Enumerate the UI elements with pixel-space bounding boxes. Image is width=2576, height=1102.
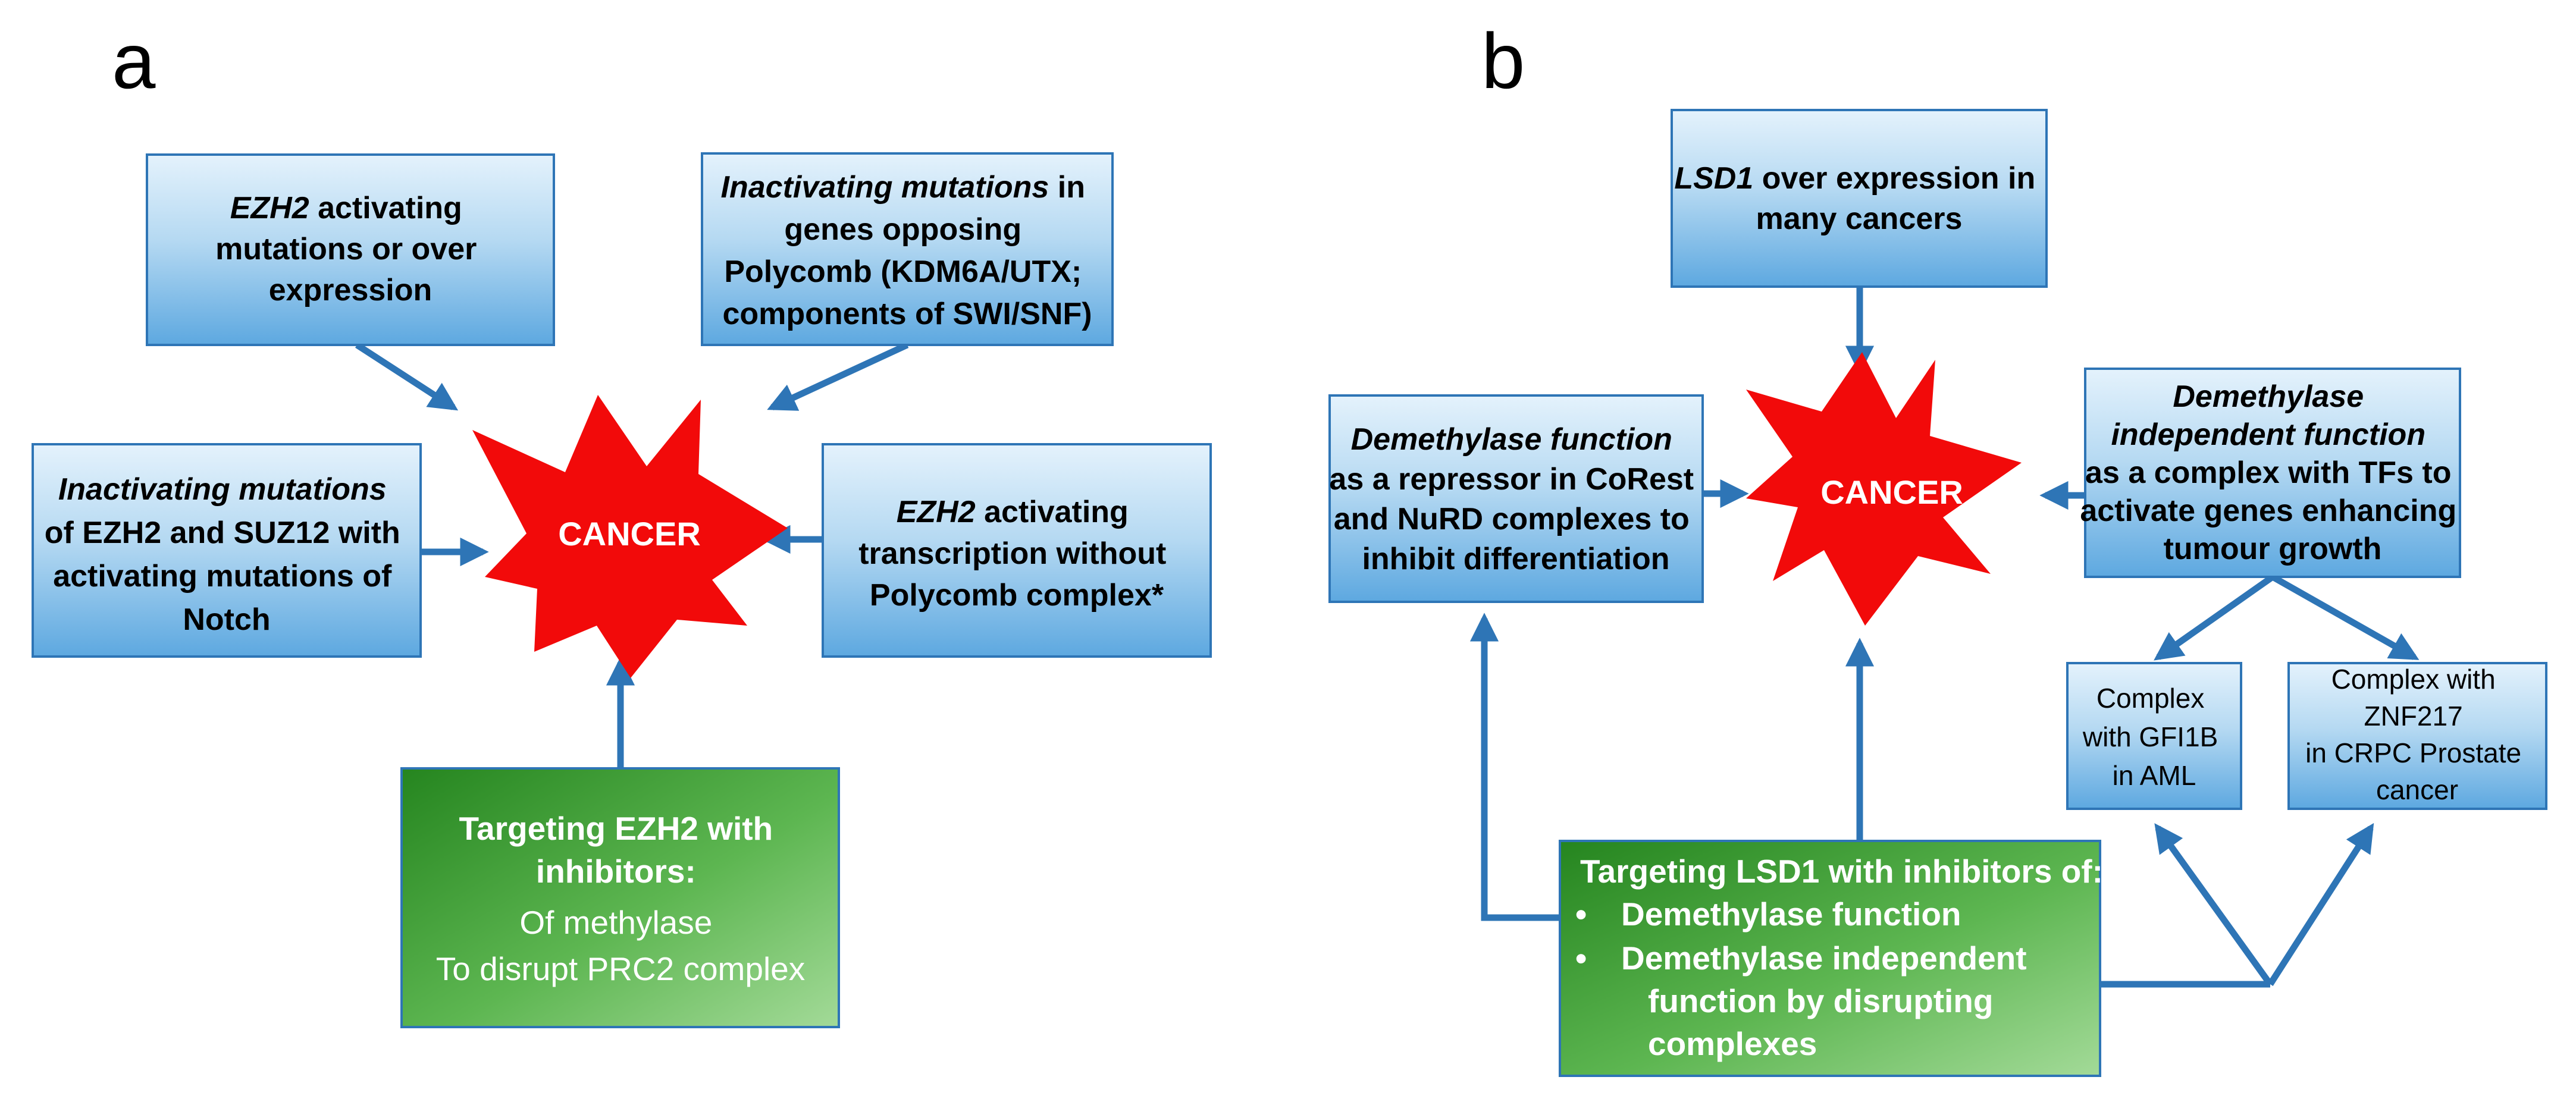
- bullet-2: •: [1575, 940, 1587, 977]
- box-demethylase-function-text: Demethylase function as a repressor in C…: [1329, 422, 1702, 576]
- box-demethylase-function: Demethylase function as a repressor in C…: [1328, 394, 1704, 603]
- box-demethylase-independent: Demethylase independent function as a co…: [2080, 368, 2465, 578]
- cancer-label-b: CANCER: [1820, 473, 1963, 511]
- cancer-burst-a: [472, 395, 788, 678]
- box-lsd1-overexpression: LSD1 over expression in many cancers: [1671, 109, 2048, 288]
- panel-label-a: a: [112, 17, 156, 105]
- box-inactivating-ezh2: Inactivating mutations of EZH2 and SUZ12…: [32, 443, 422, 658]
- arrow-branch-to-gfi1b: [2154, 823, 2273, 987]
- box-targeting-lsd1: Targeting LSD1 with inhibitors of: • Dem…: [1559, 840, 2103, 1077]
- arrow-independent-to-gfi1b: [2154, 574, 2275, 661]
- box-complex-gfi1b: Complex with GFI1B in AML: [2066, 662, 2242, 810]
- box-demethylase-independent-text: Demethylase independent function as a co…: [2080, 379, 2465, 566]
- box-inactivating-ezh2-text: Inactivating mutations of EZH2 and SUZ12…: [45, 472, 409, 637]
- box-complex-znf217-text: Complex with ZNF217 in CRPC Prostate can…: [2305, 664, 2529, 805]
- box-ezh2-overexpression: EZH2 activating mutations or over expres…: [146, 153, 555, 346]
- box-complex-znf217: Complex with ZNF217 in CRPC Prostate can…: [2287, 662, 2547, 810]
- box-lsd1-overexpression-text: LSD1 over expression in many cancers: [1674, 161, 2044, 236]
- panel-a-connectors: [355, 342, 909, 768]
- box-ezh2-transcription-text: EZH2 activating transcription without Po…: [858, 495, 1175, 613]
- box-complex-gfi1b-text: Complex with GFI1B in AML: [2082, 683, 2226, 791]
- box-targeting-lsd1-text: Targeting LSD1 with inhibitors of:: [1580, 853, 2103, 890]
- bullet-item-demethylase-function: Demethylase function: [1621, 896, 1961, 933]
- bullet-item-demethylase-independent: Demethylase independent function by disr…: [1621, 940, 2036, 1062]
- cancer-label-a: CANCER: [558, 515, 701, 552]
- arrow-opposing-to-cancer: [767, 342, 909, 411]
- bullet-1: •: [1575, 896, 1587, 933]
- arrow-independent-to-znf217: [2271, 574, 2420, 660]
- arrow-targeting-to-demethylase: [1469, 613, 1560, 921]
- box-targeting-ezh2-text: Targeting EZH2 with inhibitors: Of methy…: [436, 810, 806, 987]
- arrow-ezh2-to-cancer: [355, 342, 459, 411]
- panel-b-connectors: [1469, 287, 2420, 988]
- box-inactivating-opposing: Inactivating mutations in genes opposing…: [701, 152, 1114, 346]
- panel-label-b: b: [1481, 17, 1525, 105]
- box-ezh2-overexpression-text: EZH2 activating mutations or over expres…: [215, 191, 485, 307]
- box-targeting-ezh2: Targeting EZH2 with inhibitors: Of methy…: [400, 767, 840, 1028]
- box-inactivating-opposing-text: Inactivating mutations in genes opposing…: [721, 170, 1094, 331]
- box-ezh2-transcription: EZH2 activating transcription without Po…: [822, 443, 1212, 658]
- cancer-burst-b: [1746, 352, 2022, 626]
- arrow-branch-to-znf217: [2267, 822, 2374, 986]
